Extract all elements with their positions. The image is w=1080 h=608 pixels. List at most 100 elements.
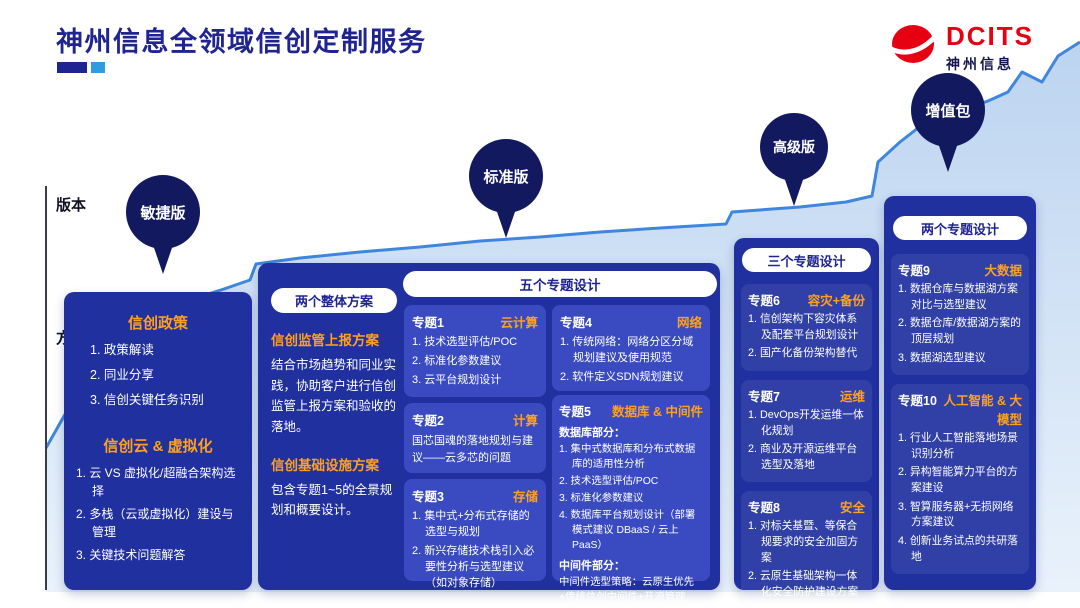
- badge-label-advanced: 高级版: [760, 113, 828, 181]
- database-item-list: 1. 集中式数据库和分布式数据库的适用性分析 2. 技术选型评估/POC 3. 标准…: [559, 442, 703, 554]
- topic-section-header: 专题6 容灾+备份: [748, 290, 865, 309]
- list-item: 3. 云平台规划设计: [412, 373, 502, 386]
- topic-section-header: 专题8 安全: [748, 497, 865, 516]
- list-item: 2. 多栈（云或虚拟化）建设与管理: [76, 507, 234, 540]
- topic-number: 专题6: [748, 294, 780, 308]
- topic-item-list: 1. 技术选型评估/POC 2. 标准化参数建议 3. 云平台规划设计: [412, 335, 538, 389]
- database-part-label: 数据库部分：: [559, 427, 625, 439]
- topic-section-6-disaster-recovery: 专题6 容灾+备份 1. 信创架构下容灾体系及配套平台规划设计 2. 国产化备份架…: [741, 284, 872, 371]
- version-badge-standard: 标准版: [469, 139, 543, 238]
- badge-tail: [152, 242, 174, 274]
- topic-number: 专题8: [748, 501, 780, 516]
- topic-item-list: 1. 数据仓库与数据湖方案对比与选型建议 2. 数据仓库/数据湖方案的顶层规划 3.…: [898, 282, 1022, 366]
- topic-name: 安全: [839, 501, 865, 516]
- logo-brand-text: DCITS: [946, 21, 1034, 51]
- topic-card-header: 专题1 云计算: [412, 312, 538, 331]
- list-item: 2. 数据仓库/数据湖方案的顶层规划: [898, 317, 1021, 345]
- plan-heading-infrastructure: 信创基础设施方案: [271, 457, 379, 473]
- topic-section-9-big-data: 专题9 大数据 1. 数据仓库与数据湖方案对比与选型建议 2. 数据仓库/数据湖方…: [891, 254, 1029, 376]
- badge-tail: [937, 140, 959, 172]
- badge-label-agile: 敏捷版: [126, 175, 200, 249]
- list-item: 1. 政策解读: [90, 343, 154, 357]
- list-item: 3. 数据湖选型建议: [898, 351, 986, 364]
- middleware-body: 中间件选型策略：云原生优先+传统信创中间件+开源管理: [559, 576, 695, 604]
- list-item: 3. 标准化参数建议: [559, 493, 644, 505]
- list-item: 1. 技术选型评估/POC: [412, 336, 518, 348]
- topic-card-2-computing: 专题2 计算 国芯国魂的落地规划与建议——云多芯的问题: [404, 403, 546, 473]
- list-item: 1. 云 VS 虚拟化/超融合架构选择: [76, 466, 236, 499]
- topic-section-header: 专题9 大数据: [898, 260, 1022, 279]
- topic-card-3-storage: 专题3 存储 1. 集中式+分布式存储的选型与规划 2. 新兴存储技术栈引入必要性…: [404, 479, 546, 589]
- topic-body: 国芯国魂的落地规划与建议——云多芯的问题: [412, 435, 533, 464]
- dcits-logo-icon: [888, 25, 940, 63]
- topic-section-10-ai-large-model: 专题10 人工智能 & 大模型 1. 行业人工智能落地场景识别分析 2. 异构智能…: [891, 384, 1029, 575]
- list-item: 2. 国产化备份架构替代: [748, 347, 858, 360]
- topic-item-list: 1. 集中式+分布式存储的选型与规划 2. 新兴存储技术栈引入必要性分析与选型建议…: [412, 509, 538, 592]
- list-item: 4. 数据库平台规划设计（部署模式建议 DBaaS / 云上PaaS）: [559, 510, 696, 552]
- section-heading-policy: 信创政策: [127, 315, 188, 332]
- list-item: 2. 新兴存储技术栈引入必要性分析与选型建议（如对象存储）: [412, 544, 535, 589]
- list-item: 1. 集中式数据库和分布式数据库的适用性分析: [559, 444, 696, 471]
- list-item: 2. 商业及开源运维平台选型及落地: [748, 443, 858, 471]
- title-bar-navy: [57, 62, 87, 73]
- cloud-list: 1. 云 VS 虚拟化/超融合架构选择 2. 多栈（云或虚拟化）建设与管理 3. 关…: [64, 464, 252, 564]
- list-item: 2. 云原生基础架构一体化安全防护建设方案: [748, 570, 859, 599]
- list-item: 2. 同业分享: [90, 367, 154, 382]
- list-item: 1. 集中式+分布式存储的选型与规划: [412, 510, 530, 538]
- topic-card-header: 专题2 计算: [412, 410, 538, 429]
- list-item: 1. 信创架构下容灾体系及配套平台规划设计: [748, 313, 859, 341]
- topic-name: 网络: [676, 316, 702, 330]
- topic-item-list: 1. 信创架构下容灾体系及配套平台规划设计 2. 国产化备份架构替代: [748, 312, 865, 362]
- topic-number: 专题3: [412, 490, 444, 504]
- topic-card-1-cloud-computing: 专题1 云计算 1. 技术选型评估/POC 2. 标准化参数建议 3. 云平台规划设…: [404, 305, 546, 397]
- topic-card-header: 专题4 网络: [560, 312, 702, 331]
- page-title: 神州信息全领域信创定制服务: [56, 27, 427, 57]
- list-item: 2. 标准化参数建议: [412, 354, 502, 367]
- version-badge-addon: 增值包: [911, 73, 985, 172]
- list-item: 1. 行业人工智能落地场景识别分析: [898, 432, 1018, 460]
- topic-section-header: 专题10 人工智能 & 大模型: [898, 390, 1022, 428]
- topic-number: 专题5: [559, 405, 591, 419]
- list-item: 3. 关键技术问题解答: [76, 548, 186, 563]
- topic-name: 大数据: [984, 264, 1022, 278]
- panel-standard: 两个整体方案 五个专题设计 信创监管上报方案 结合市场趋势和同业实践，协助客户进…: [258, 263, 720, 603]
- topic-name: 容灾+备份: [807, 294, 865, 308]
- middleware-part-label: 中间件部分：: [559, 559, 625, 572]
- axis-label-version: 版本: [56, 197, 87, 214]
- section-heading-cloud: 信创云 & 虚拟化: [103, 438, 213, 456]
- version-badge-advanced: 高级版: [760, 113, 828, 206]
- list-item: 1. 数据仓库与数据湖方案对比与选型建议: [898, 283, 1018, 311]
- topic-number: 专题2: [412, 414, 444, 428]
- topic-number: 专题9: [898, 264, 930, 278]
- badge-label-standard: 标准版: [469, 139, 543, 213]
- plan-body-regulatory: 结合市场趋势和同业实践，协助客户进行信创监管上报方案和验收的落地。: [271, 358, 397, 434]
- plan-body-infrastructure: 包含专题1~5的全景规划和概要设计。: [271, 482, 393, 518]
- list-item: 2. 技术选型评估/POC: [559, 476, 659, 488]
- title-bar-blue: [91, 62, 105, 73]
- version-badge-agile: 敏捷版: [126, 175, 200, 274]
- addon-sections: 专题9 大数据 1. 数据仓库与数据湖方案对比与选型建议 2. 数据仓库/数据湖方…: [891, 254, 1029, 583]
- topic-card-header: 专题5 数据库 & 中间件: [559, 401, 703, 420]
- list-item: 1. 对标关基暨、等保合规要求的安全加固方案: [748, 520, 859, 564]
- list-item: 2. 异构智能算力平台的方案建设: [898, 466, 1018, 495]
- pill-topic-designs-addon: 两个专题设计: [893, 216, 1027, 240]
- title-decoration: [57, 62, 105, 73]
- topic-name: 运维: [839, 389, 865, 404]
- logo-brand-subtext: 神州信息: [946, 56, 1014, 72]
- topic-name: 存储: [512, 490, 538, 504]
- topic-name: 计算: [512, 414, 538, 428]
- list-item: 1. DevOps开发运维一体化规划: [748, 408, 864, 437]
- logo-text: DCITS 神州信息: [946, 20, 1034, 74]
- topic-section-8-security: 专题8 安全 1. 对标关基暨、等保合规要求的安全加固方案 2. 云原生基础架构一…: [741, 491, 872, 608]
- overall-plans-column: 信创监管上报方案 结合市场趋势和同业实践，协助客户进行信创监管上报方案和验收的落…: [271, 321, 399, 521]
- panel-addon: 两个专题设计 专题9 大数据 1. 数据仓库与数据湖方案对比与选型建议 2. 数据…: [884, 196, 1036, 590]
- topic-card-header: 专题3 存储: [412, 486, 538, 505]
- axis-line: [45, 186, 47, 590]
- topic-number: 专题10: [898, 394, 937, 409]
